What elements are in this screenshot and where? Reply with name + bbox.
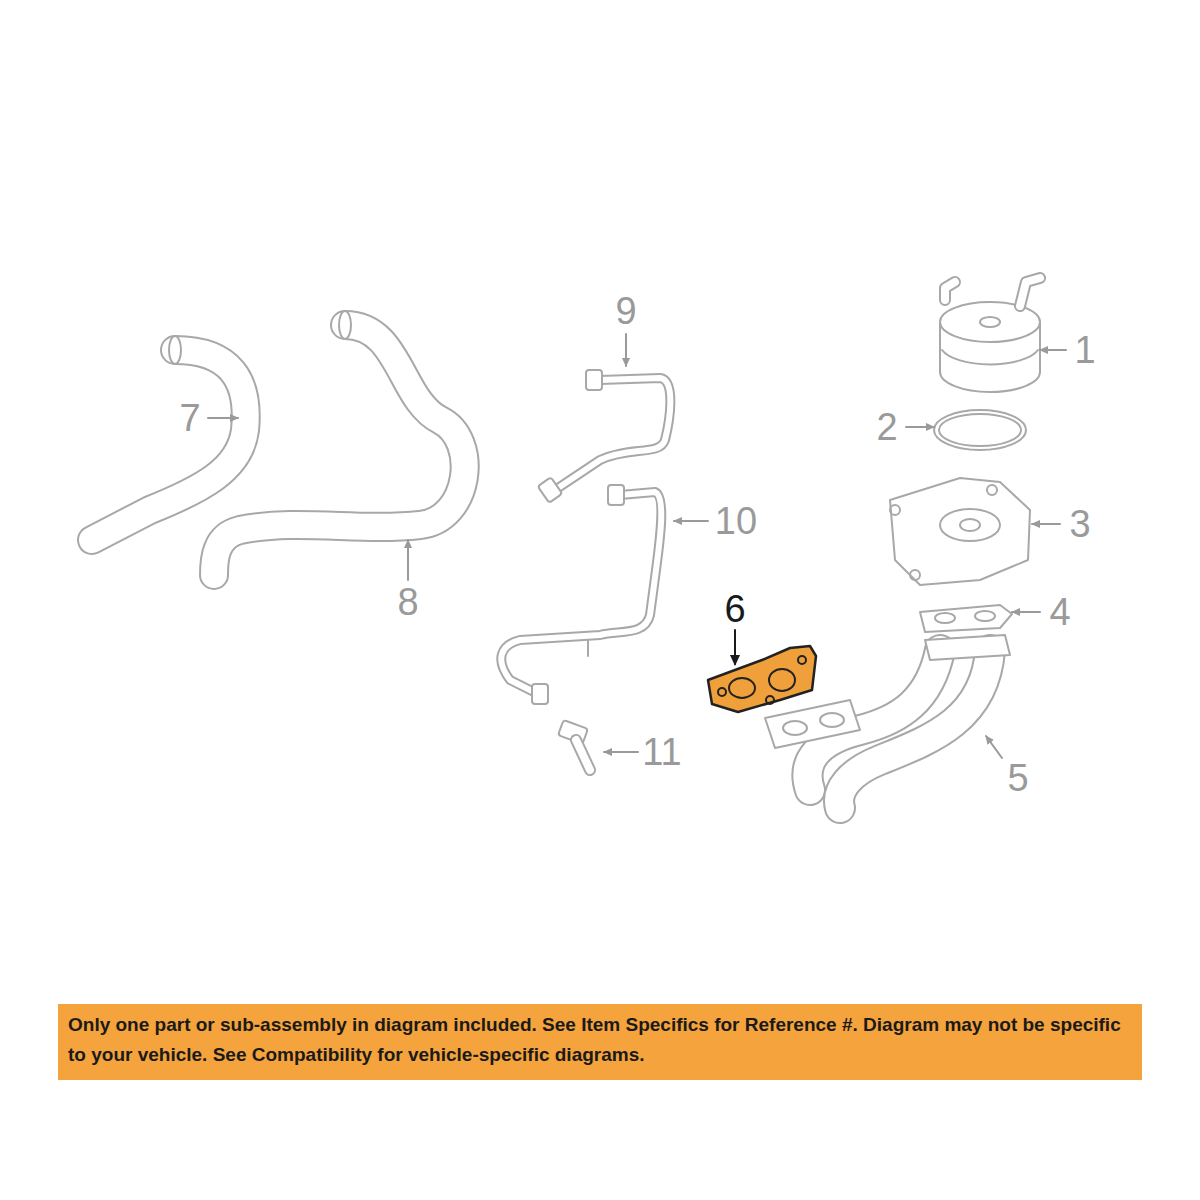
callout-number: 7: [179, 399, 200, 437]
callout-number: 4: [1049, 593, 1070, 631]
callout-number: 11: [642, 733, 681, 771]
callout-number: 10: [715, 502, 757, 540]
notice-text: Only one part or sub-assembly in diagram…: [68, 1010, 1132, 1070]
callout-number: 9: [615, 292, 636, 330]
callout-number: 6: [724, 590, 745, 628]
callout-number: 8: [397, 583, 418, 621]
gasket-highlight: [708, 646, 816, 712]
notice-band: Only one part or sub-assembly in diagram…: [58, 1004, 1142, 1080]
callout-number: 1: [1074, 331, 1095, 369]
callout-number: 3: [1069, 505, 1090, 543]
callout-number: 2: [876, 408, 897, 446]
callout-number: 5: [1007, 759, 1028, 797]
